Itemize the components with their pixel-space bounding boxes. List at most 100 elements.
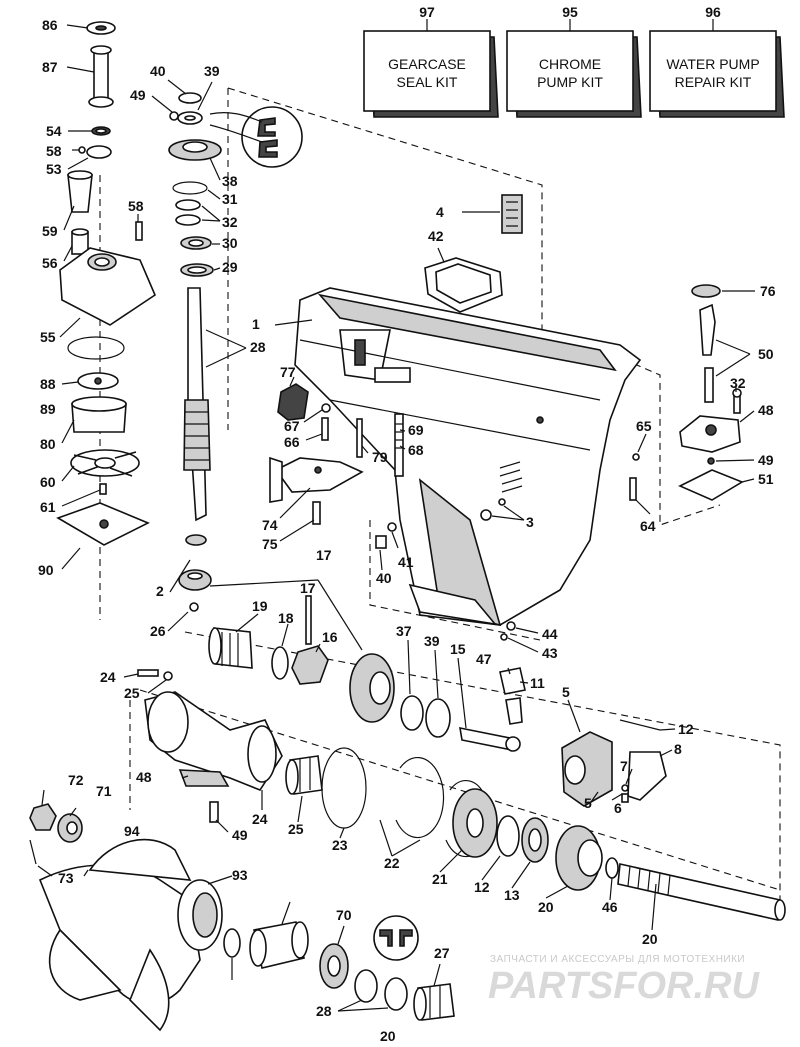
callout: 49 bbox=[758, 452, 774, 468]
callout: 43 bbox=[542, 645, 558, 661]
callout: 68 bbox=[408, 442, 424, 458]
callout: 40 bbox=[150, 63, 166, 79]
callout: 17 bbox=[316, 547, 332, 563]
callout: 47 bbox=[476, 651, 492, 667]
callout: 89 bbox=[40, 401, 56, 417]
callout: 46 bbox=[602, 899, 618, 915]
callout: 32 bbox=[222, 214, 238, 230]
callout: 28 bbox=[250, 339, 266, 355]
callout: 39 bbox=[424, 633, 440, 649]
kit-number: 95 bbox=[562, 4, 578, 20]
callout: 58 bbox=[46, 143, 62, 159]
callout: 20 bbox=[642, 931, 658, 947]
callout: 15 bbox=[450, 641, 466, 657]
callout: 19 bbox=[252, 598, 268, 614]
upper-parts bbox=[56, 21, 156, 546]
callout: 13 bbox=[504, 887, 520, 903]
callout: 51 bbox=[758, 471, 774, 487]
callout: 24 bbox=[100, 669, 116, 685]
callout: 18 bbox=[278, 610, 294, 626]
callout: 60 bbox=[40, 474, 56, 490]
callout: 11 bbox=[530, 675, 545, 691]
callout: 2 bbox=[156, 583, 164, 599]
propshaft-assembly bbox=[137, 595, 786, 921]
kit-label-line1: GEARCASE bbox=[388, 56, 466, 72]
right-parts bbox=[424, 194, 744, 501]
gearcase-housing bbox=[294, 287, 642, 627]
callout: 94 bbox=[124, 823, 140, 839]
callout: 90 bbox=[38, 562, 54, 578]
callout: 53 bbox=[46, 161, 62, 177]
callout: 76 bbox=[760, 283, 776, 299]
callout: 80 bbox=[40, 436, 56, 452]
callout: 71 bbox=[96, 783, 112, 799]
kit-number: 96 bbox=[705, 4, 721, 20]
callout: 6 bbox=[614, 800, 622, 816]
callout: 75 bbox=[262, 536, 278, 552]
callout: 7 bbox=[620, 758, 628, 774]
callout: 31 bbox=[222, 191, 238, 207]
watermark-brand: PARTSFOR.RU bbox=[488, 965, 760, 1007]
callout: 4 bbox=[436, 204, 444, 220]
callout: 8 bbox=[674, 741, 682, 757]
callout: 72 bbox=[68, 772, 84, 788]
callout: 93 bbox=[232, 867, 248, 883]
callout-labels: 86 87 54 58 53 59 56 58 55 88 89 80 60 6… bbox=[38, 17, 776, 1019]
kit-label-line2: SEAL KIT bbox=[397, 74, 458, 90]
callout: 58 bbox=[128, 198, 144, 214]
callout: 22 bbox=[384, 855, 400, 871]
callout: 17 bbox=[300, 580, 316, 596]
callout: 86 bbox=[42, 17, 58, 33]
callout: 59 bbox=[42, 223, 58, 239]
callout: 70 bbox=[336, 907, 352, 923]
callout: 61 bbox=[40, 499, 56, 515]
page-number: 20 bbox=[380, 1028, 396, 1044]
callout: 29 bbox=[222, 259, 238, 275]
callout: 1 bbox=[252, 316, 260, 332]
callout: 49 bbox=[130, 87, 146, 103]
callout: 16 bbox=[322, 629, 338, 645]
callout: 25 bbox=[288, 821, 304, 837]
callout: 26 bbox=[150, 623, 166, 639]
callout: 65 bbox=[636, 418, 652, 434]
callout: 79 bbox=[372, 449, 388, 465]
callout: 28 bbox=[316, 1003, 332, 1019]
callout: 74 bbox=[262, 517, 278, 533]
callout: 37 bbox=[396, 623, 412, 639]
callout: 5 bbox=[584, 795, 592, 811]
kit-label-line1: CHROME bbox=[539, 56, 601, 72]
callout: 23 bbox=[332, 837, 348, 853]
callout: 41 bbox=[398, 554, 414, 570]
callout: 67 bbox=[284, 418, 300, 434]
callout: 73 bbox=[58, 870, 74, 886]
callout: 12 bbox=[678, 721, 694, 737]
callout: 48 bbox=[758, 402, 774, 418]
driveshaft-parts bbox=[168, 92, 303, 612]
callout: 3 bbox=[526, 514, 534, 530]
callout: 38 bbox=[222, 173, 238, 189]
callout: 88 bbox=[40, 376, 56, 392]
callout: 54 bbox=[46, 123, 62, 139]
callout: 27 bbox=[434, 945, 450, 961]
kit-number: 97 bbox=[419, 4, 435, 20]
callout: 44 bbox=[542, 626, 558, 642]
watermark: ЗАПЧАСТИ И АКСЕССУАРЫ ДЛЯ МОТОТЕХНИКИ PA… bbox=[488, 954, 760, 1007]
callout: 30 bbox=[222, 235, 238, 251]
callout: 48 bbox=[136, 769, 152, 785]
assembly-guides bbox=[99, 87, 781, 906]
callout: 25 bbox=[124, 685, 140, 701]
kit-box-water-pump-repair: WATER PUMP REPAIR KIT 96 bbox=[649, 4, 785, 118]
watermark-tagline: ЗАПЧАСТИ И АКСЕССУАРЫ ДЛЯ МОТОТЕХНИКИ bbox=[490, 954, 745, 965]
middle-parts bbox=[269, 383, 523, 641]
callout: 55 bbox=[40, 329, 56, 345]
kit-label-line2: REPAIR KIT bbox=[675, 74, 752, 90]
callout: 21 bbox=[432, 871, 448, 887]
callout: 50 bbox=[758, 346, 774, 362]
callout: 64 bbox=[640, 518, 656, 534]
callout: 87 bbox=[42, 59, 58, 75]
callout: 66 bbox=[284, 434, 300, 450]
kit-box-gearcase-seal: GEARCASE SEAL KIT 97 bbox=[363, 4, 499, 118]
callout: 39 bbox=[204, 63, 220, 79]
callout: 42 bbox=[428, 228, 444, 244]
